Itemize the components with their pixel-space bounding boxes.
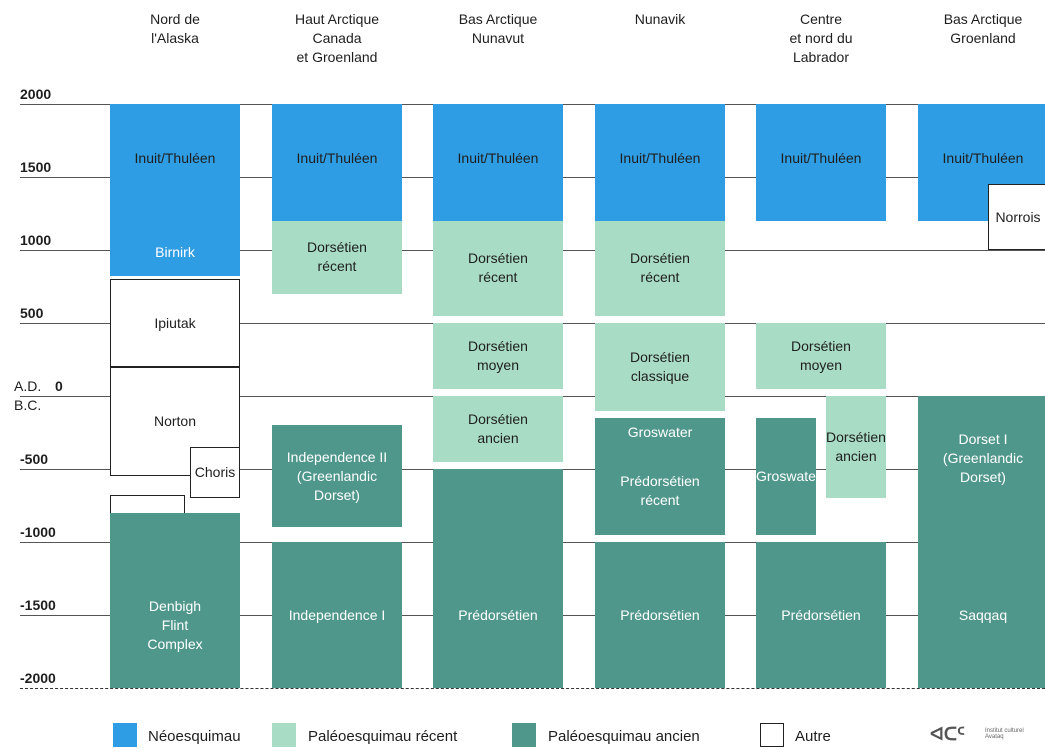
period-label: Independence I [288, 607, 386, 623]
legend-label-autre: Autre [795, 728, 831, 745]
legend-swatch-autre [760, 723, 784, 747]
period-label: Groswater [627, 424, 693, 440]
period-block [595, 104, 725, 221]
period-label: Inuit/Thuléen [780, 150, 862, 166]
period-label: Saqqaq [958, 607, 1008, 623]
period-block [918, 396, 1045, 521]
period-block [595, 417, 725, 448]
period-label: Prédorsétien [458, 607, 538, 623]
period-label: Birnirk [155, 243, 195, 260]
period-label: Inuit/Thuléen [619, 150, 701, 166]
gridline-dashed [20, 688, 1045, 689]
period-block [272, 220, 402, 294]
period-block [756, 104, 886, 221]
period-block [433, 469, 563, 688]
avataq-logo: ᐊᑕᑦ [930, 724, 965, 744]
y-tick-label: -2000 [20, 670, 56, 686]
column-header: Nunavik [634, 11, 686, 27]
y-tick-label: 0 [55, 378, 63, 394]
period-label: Groswater [756, 467, 821, 484]
y-tick-label: 1500 [20, 159, 52, 175]
period-label: Prédorsétien [620, 607, 700, 623]
y-tick-label-ad: A.D. [14, 378, 42, 394]
y-tick-label: 500 [20, 305, 44, 321]
period-block [272, 104, 402, 221]
period-block [826, 396, 886, 499]
period-block [756, 323, 886, 389]
period-label: Prédorsétien [781, 607, 861, 623]
period-label: Ipiutak [154, 314, 196, 331]
legend-swatch-ancien [512, 723, 536, 747]
period-block [190, 447, 240, 499]
period-block [988, 184, 1045, 250]
period-label: Norrois [995, 208, 1041, 225]
logo-caption: Institut culturel Avataq [985, 728, 1024, 740]
period-block [110, 279, 240, 367]
period-label: Norton [153, 413, 197, 430]
period-label: Inuit/Thuléen [942, 150, 1024, 166]
legend-swatch-neo [113, 723, 137, 747]
period-label: Inuit/Thuléen [296, 150, 378, 166]
legend: Néoesquimau Paléoesquimau récent Paléoes… [0, 720, 1045, 750]
y-tick-label: 1000 [20, 232, 52, 248]
period-block [433, 396, 563, 462]
legend-label-neo: Néoesquimau [148, 728, 241, 745]
y-tick-label: -1000 [20, 524, 56, 540]
legend-label-recent: Paléoesquimau récent [308, 728, 458, 745]
period-block [433, 323, 563, 389]
y-tick-label: -500 [20, 451, 49, 467]
period-block [756, 542, 886, 688]
period-block [110, 512, 240, 688]
period-block [433, 104, 563, 221]
period-block [595, 447, 725, 535]
period-label: Inuit/Thuléen [457, 150, 539, 166]
period-label: Choris [194, 464, 236, 481]
period-block [595, 220, 725, 316]
y-tick-label: 2000 [20, 86, 52, 102]
y-tick-label: -1500 [20, 597, 56, 613]
legend-label-ancien: Paléoesquimau ancien [548, 728, 700, 745]
legend-swatch-recent [272, 723, 296, 747]
period-block [272, 542, 402, 688]
period-block [918, 512, 1045, 688]
period-block [272, 425, 402, 528]
period-block [433, 220, 563, 316]
period-block [110, 228, 240, 277]
period-block [756, 417, 816, 535]
period-block [110, 104, 240, 229]
period-block [595, 323, 725, 411]
period-block [595, 542, 725, 688]
period-label: Inuit/Thuléen [134, 150, 216, 166]
y-tick-label-bc: B.C. [14, 397, 42, 413]
